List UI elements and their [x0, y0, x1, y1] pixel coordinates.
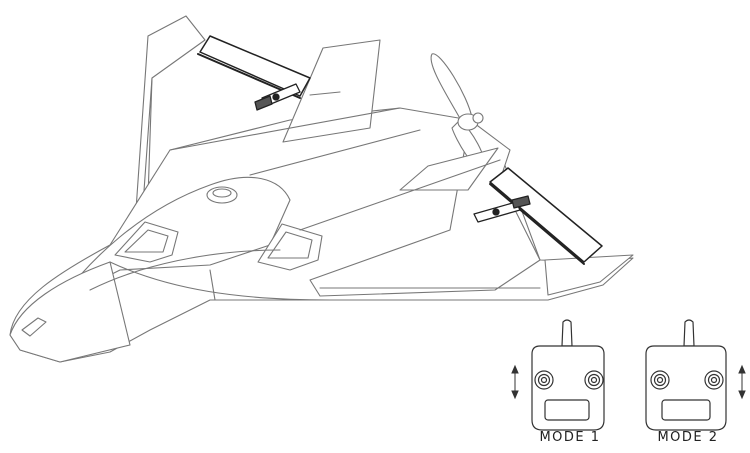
- right-stick: [584, 370, 604, 390]
- left-stick: [534, 370, 554, 390]
- antenna: [561, 319, 573, 347]
- right-tail: [399, 147, 499, 191]
- right-elevon: [489, 167, 603, 265]
- mode-1-label: MODE 1: [539, 430, 601, 445]
- throttle-up-down-arrow: [738, 364, 746, 400]
- transmitter-mode2: [645, 319, 746, 431]
- throttle-up-down-arrow: [511, 364, 519, 400]
- left-servo-linkage: [254, 83, 301, 111]
- display-panel: [544, 399, 590, 421]
- nose-cone: [9, 261, 131, 363]
- antenna: [683, 319, 695, 347]
- display-panel: [661, 399, 711, 421]
- left-intake: [114, 221, 179, 263]
- wing-edge: [544, 254, 634, 296]
- panel-lines: [89, 107, 541, 301]
- right-stick: [704, 370, 724, 390]
- mode-2-label: MODE 2: [657, 430, 719, 445]
- transmitter-mode1: [511, 319, 605, 431]
- left-stick: [650, 370, 670, 390]
- aircraft-illustration: [9, 15, 634, 363]
- right-intake: [257, 223, 323, 271]
- right-servo-linkage: [473, 195, 531, 223]
